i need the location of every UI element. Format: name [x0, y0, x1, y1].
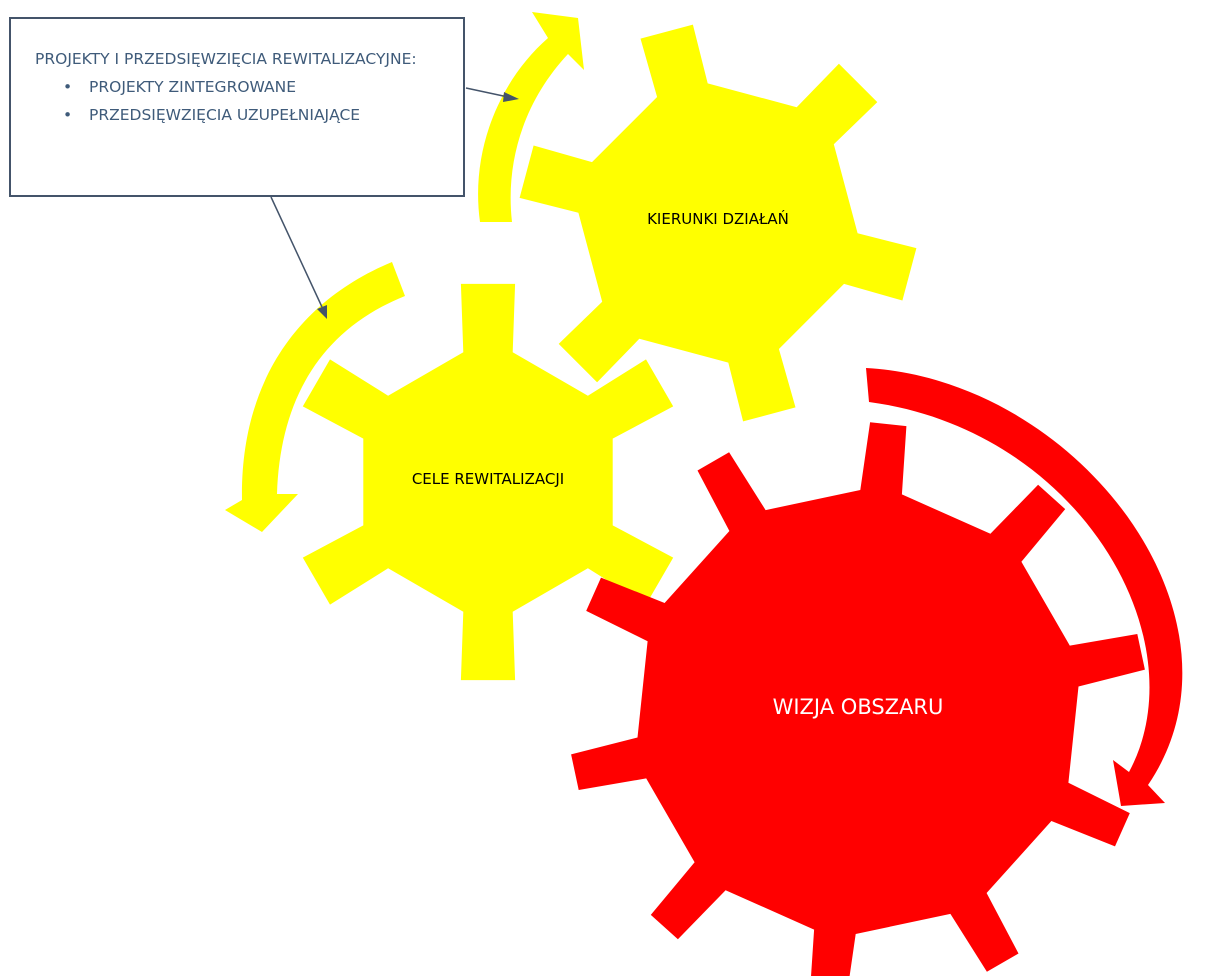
gear-wizja-obszaru	[571, 422, 1145, 976]
gear-label-wizja: WIZJA OBSZARU	[773, 695, 944, 719]
arrow-kierunki-rotation	[478, 12, 584, 222]
connector-to-cele-arrow	[270, 196, 327, 319]
callout-list: PROJEKTY ZINTEGROWANE PRZEDSIĘWZIĘCIA UZ…	[35, 73, 443, 129]
gear-cele-rewitalizacji	[302, 283, 674, 681]
arrow-cele-rotation	[225, 262, 405, 532]
connector-to-kierunki-arrow	[465, 87, 519, 102]
callout-list-item: PRZEDSIĘWZIĘCIA UZUPEŁNIAJĄCE	[63, 101, 443, 129]
callout-box: PROJEKTY I PRZEDSIĘWZIĘCIA REWITALIZACYJ…	[9, 17, 465, 197]
callout-list-item: PROJEKTY ZINTEGROWANE	[63, 73, 443, 101]
gear-label-cele: CELE REWITALIZACJI	[412, 470, 564, 488]
gear-label-kierunki: KIERUNKI DZIAŁAŃ	[647, 209, 789, 228]
arrow-wizja-rotation	[866, 368, 1183, 806]
gear-kierunki-dzialan	[519, 24, 917, 422]
callout-title: PROJEKTY I PRZEDSIĘWZIĘCIA REWITALIZACYJ…	[35, 50, 417, 68]
